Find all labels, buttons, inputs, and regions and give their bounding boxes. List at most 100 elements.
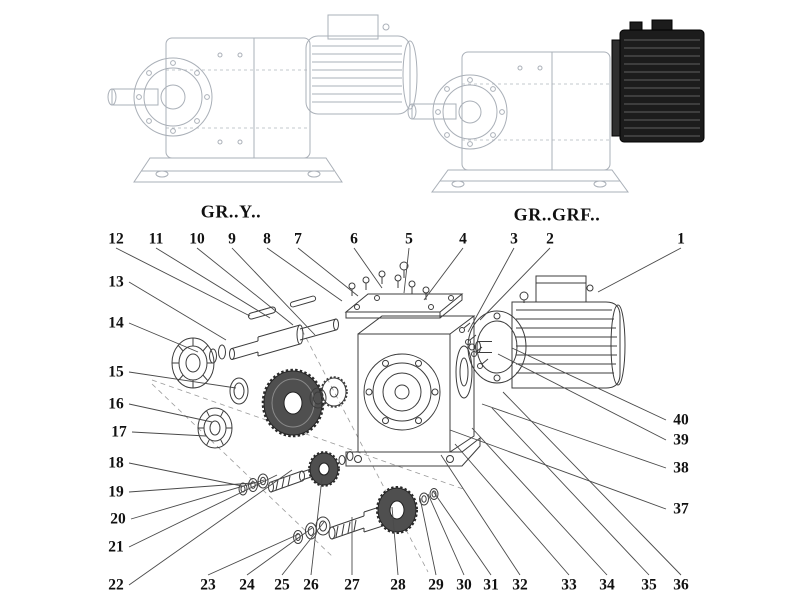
callout-34: 34 [597, 576, 617, 594]
part-gear-small-input [320, 376, 348, 408]
callout-1: 1 [675, 230, 687, 248]
callout-4: 4 [457, 230, 469, 248]
part-housing [345, 315, 481, 467]
leader-line-30 [427, 493, 465, 576]
part-top-cover [344, 293, 464, 319]
callout-19: 19 [106, 483, 126, 501]
part-spacer-ring [229, 377, 249, 405]
callout-12: 12 [106, 230, 126, 248]
part-intermediate-pinion [238, 467, 317, 496]
callout-5: 5 [403, 230, 415, 248]
callout-15: 15 [106, 363, 126, 381]
leader-line-40 [511, 347, 667, 421]
alignment-guides [151, 329, 467, 573]
part-motor-bolts [459, 322, 489, 369]
part-output-shaft [229, 295, 339, 360]
callout-38: 38 [671, 459, 691, 477]
leader-line-14 [128, 322, 199, 353]
leader-line-39 [497, 353, 667, 441]
callout-6: 6 [348, 230, 360, 248]
part-bearing-output [197, 407, 233, 449]
leader-line-2 [479, 247, 551, 321]
callout-28: 28 [388, 576, 408, 594]
leader-line-8 [266, 247, 343, 302]
leader-line-34 [471, 427, 608, 576]
callout-40: 40 [671, 411, 691, 429]
leader-line-36 [502, 391, 682, 576]
callout-30: 30 [454, 576, 474, 594]
callout-26: 26 [301, 576, 321, 594]
callout-23: 23 [198, 576, 218, 594]
callout-18: 18 [106, 454, 126, 472]
leader-line-32 [440, 454, 521, 576]
callout-29: 29 [426, 576, 446, 594]
part-cover-bolts [348, 261, 430, 300]
leader-line-10 [196, 247, 294, 326]
leader-line-23 [207, 533, 300, 576]
leader-line-33 [454, 443, 570, 576]
leader-line-35 [491, 407, 650, 576]
exploded-view [151, 261, 626, 573]
leader-line-11 [155, 247, 271, 319]
part-gear-intermediate [308, 451, 354, 487]
leader-line-15 [128, 371, 237, 389]
callout-9: 9 [226, 230, 238, 248]
leader-line-25 [281, 521, 325, 576]
callout-37: 37 [671, 500, 691, 518]
variant-label-gr-y: GR..Y.. [200, 201, 262, 222]
leader-lines [115, 247, 682, 586]
callout-17: 17 [109, 423, 129, 441]
callout-2: 2 [544, 230, 556, 248]
leader-line-18 [128, 462, 243, 487]
callout-3: 3 [508, 230, 520, 248]
part-retaining-rings [209, 344, 226, 364]
leader-line-38 [481, 403, 667, 469]
leader-line-16 [128, 403, 213, 423]
leader-line-31 [432, 490, 492, 576]
leader-line-4 [423, 247, 464, 301]
leader-line-37 [449, 429, 667, 510]
finned-cover-black [611, 19, 705, 143]
leader-line-29 [419, 497, 437, 576]
leader-line-17 [131, 431, 207, 437]
leader-line-24 [246, 527, 313, 576]
part-motor [467, 275, 626, 389]
leader-line-21 [128, 474, 278, 548]
part-gear-large [261, 368, 325, 438]
assembled-view-gr-y [107, 14, 418, 183]
callout-20: 20 [108, 510, 128, 528]
leader-line-22 [128, 469, 293, 586]
callout-13: 13 [106, 273, 126, 291]
callout-16: 16 [106, 395, 126, 413]
variant-label-gr-grf: GR..GRF.. [513, 204, 601, 225]
leader-line-7 [297, 247, 359, 297]
leader-line-5 [403, 247, 410, 294]
callout-14: 14 [106, 314, 126, 332]
leader-line-9 [231, 247, 316, 336]
callout-27: 27 [342, 576, 362, 594]
part-bearing-front [171, 337, 215, 389]
leader-line-20 [130, 479, 265, 520]
leader-line-19 [128, 482, 254, 493]
assembled-view-gr-grf [407, 19, 705, 193]
callout-11: 11 [146, 230, 166, 248]
leader-line-1 [597, 247, 682, 293]
callout-8: 8 [261, 230, 273, 248]
part-gear-bottom [376, 486, 439, 535]
callout-36: 36 [671, 576, 691, 594]
leader-line-3 [467, 247, 515, 333]
callout-22: 22 [106, 576, 126, 594]
callout-32: 32 [510, 576, 530, 594]
leader-line-13 [128, 281, 227, 341]
leader-line-28 [391, 506, 399, 576]
callout-39: 39 [671, 431, 691, 449]
callout-10: 10 [187, 230, 207, 248]
part-ring-small [309, 387, 327, 409]
leader-line-6 [353, 247, 383, 289]
callout-31: 31 [481, 576, 501, 594]
callout-7: 7 [292, 230, 304, 248]
callout-33: 33 [559, 576, 579, 594]
callout-35: 35 [639, 576, 659, 594]
